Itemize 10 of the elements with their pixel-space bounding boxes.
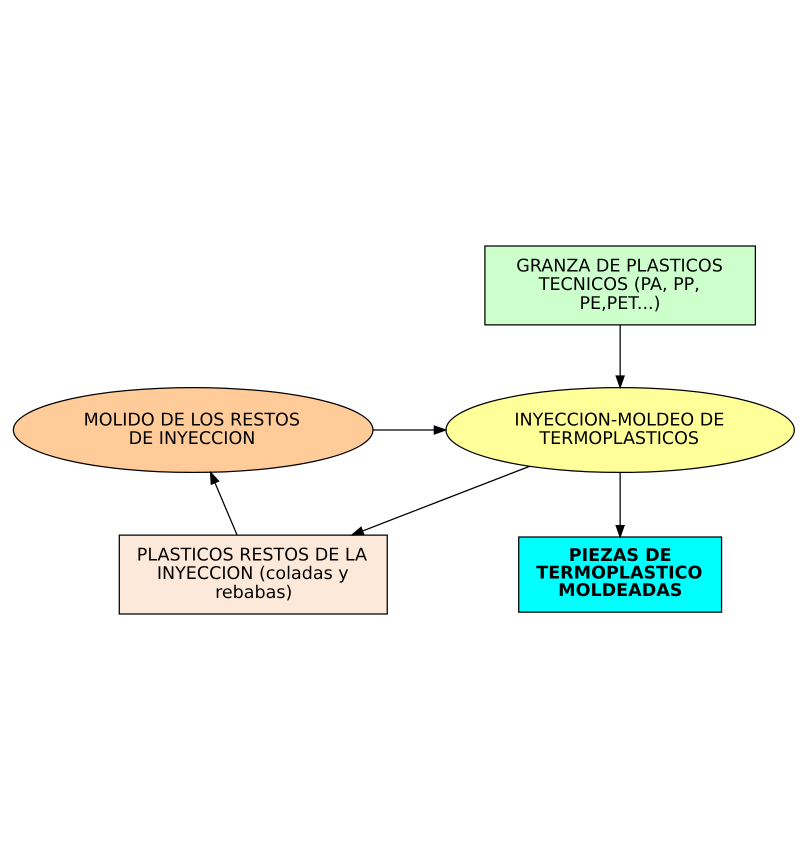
arrow xyxy=(373,424,448,434)
arrow xyxy=(350,465,530,536)
arrow xyxy=(615,472,625,538)
arrow xyxy=(615,324,625,389)
node-ellipse: INYECCION-MOLDEO DE TERMOPLASTICOS xyxy=(445,386,795,473)
node-ellipse: MOLIDO DE LOS RESTOS DE INYECCION xyxy=(12,386,374,473)
node-box: GRANZA DE PLASTICOS TECNICOS (PA, PP, PE,PET...) xyxy=(484,244,756,326)
arrow xyxy=(210,470,238,534)
node-box: PIEZAS DE TERMOPLASTICO MOLDEADAS xyxy=(518,536,722,612)
node-box: PLASTICOS RESTOS DE LA INYECCION (coladas y rebabas) xyxy=(118,534,388,614)
